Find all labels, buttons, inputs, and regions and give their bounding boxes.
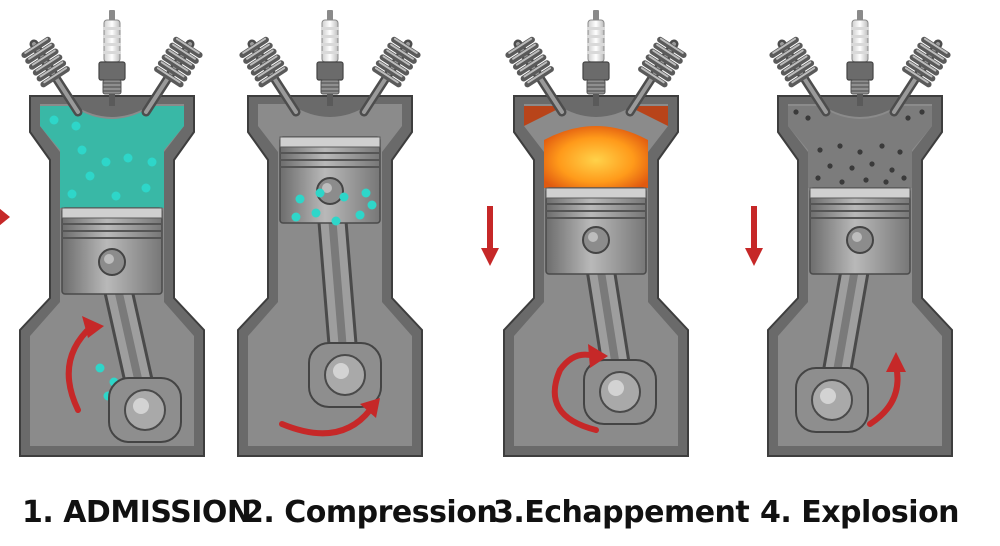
stroke-2-label: 2. Compression: [243, 495, 498, 530]
crankshaft-icon: [308, 342, 382, 408]
piston-icon: [545, 187, 647, 275]
stroke-4-label: 4. Explosion: [760, 495, 960, 530]
spark-plug-icon: [98, 10, 126, 106]
piston-icon: [809, 187, 911, 275]
valve-icon: [769, 36, 831, 117]
fuel-droplet: [331, 216, 341, 226]
engine-2: [237, 10, 423, 457]
exhaust-port-glow: [524, 106, 556, 126]
exhaust-particle: [805, 115, 811, 121]
fuel-droplet: [123, 153, 133, 163]
exhaust-particle: [869, 161, 875, 167]
fuel-droplet: [49, 115, 59, 125]
fuel-droplet: [147, 157, 157, 167]
exhaust-gas: [788, 106, 932, 188]
valve-icon: [625, 36, 687, 117]
valve-icon: [889, 36, 951, 117]
rotation-arrow-icon: [867, 352, 906, 427]
valve-icon: [239, 36, 301, 117]
fresh-charge: [40, 106, 184, 208]
fuel-droplet: [71, 121, 81, 131]
engine-1: [0, 10, 205, 457]
rotation-arrow-icon: [279, 398, 380, 437]
combustion-flame: [544, 126, 648, 188]
fuel-droplet: [95, 363, 105, 373]
fuel-droplet: [311, 208, 321, 218]
valve-icon: [505, 36, 567, 117]
valve-icon: [359, 36, 421, 117]
crankshaft-icon: [108, 377, 182, 443]
valve-icon: [141, 36, 203, 117]
exhaust-particle: [849, 165, 855, 171]
stroke-1-label: 1. ADMISSION: [22, 495, 252, 530]
exhaust-particle: [897, 149, 903, 155]
exhaust-particle: [883, 179, 889, 185]
engine-4: [745, 10, 953, 457]
exhaust-particle: [817, 147, 823, 153]
fuel-droplet: [291, 212, 301, 222]
fuel-droplet: [361, 188, 371, 198]
spark-plug-icon: [846, 10, 874, 106]
rotation-arrow-icon: [65, 316, 104, 413]
piston-icon: [61, 207, 163, 295]
exhaust-particle: [793, 109, 799, 115]
piston-icon: [279, 136, 381, 224]
crankshaft-icon: [795, 367, 869, 433]
exhaust-particle: [827, 163, 833, 169]
fuel-droplet: [141, 183, 151, 193]
rotation-arrow-icon: [551, 344, 608, 433]
fuel-droplet: [339, 192, 349, 202]
fuel-droplet: [85, 171, 95, 181]
stroke-3-label: 3.Echappement: [493, 495, 750, 530]
exhaust-particle: [839, 179, 845, 185]
exhaust-particle: [837, 143, 843, 149]
fuel-droplet: [67, 189, 77, 199]
direction-arrow-icon: [745, 206, 763, 266]
exhaust-particle: [889, 167, 895, 173]
exhaust-particle: [863, 177, 869, 183]
exhaust-particle: [815, 175, 821, 181]
direction-arrow-icon: [481, 206, 499, 266]
exhaust-particle: [901, 175, 907, 181]
exhaust-particle: [919, 109, 925, 115]
engine-3: [481, 10, 689, 457]
fuel-droplet: [367, 200, 377, 210]
fuel-droplet: [355, 210, 365, 220]
fuel-droplet: [295, 194, 305, 204]
valve-icon: [21, 36, 83, 117]
fuel-droplet: [111, 191, 121, 201]
fuel-droplet: [315, 188, 325, 198]
exhaust-port-glow: [636, 106, 668, 126]
exhaust-particle: [857, 149, 863, 155]
crankshaft-icon: [583, 359, 657, 425]
fuel-droplet: [77, 145, 87, 155]
exhaust-particle: [905, 115, 911, 121]
fuel-droplet: [101, 157, 111, 167]
spark-plug-icon: [316, 10, 344, 106]
exhaust-particle: [879, 143, 885, 149]
spark-plug-icon: [582, 10, 610, 106]
direction-arrow-icon: [0, 208, 10, 226]
